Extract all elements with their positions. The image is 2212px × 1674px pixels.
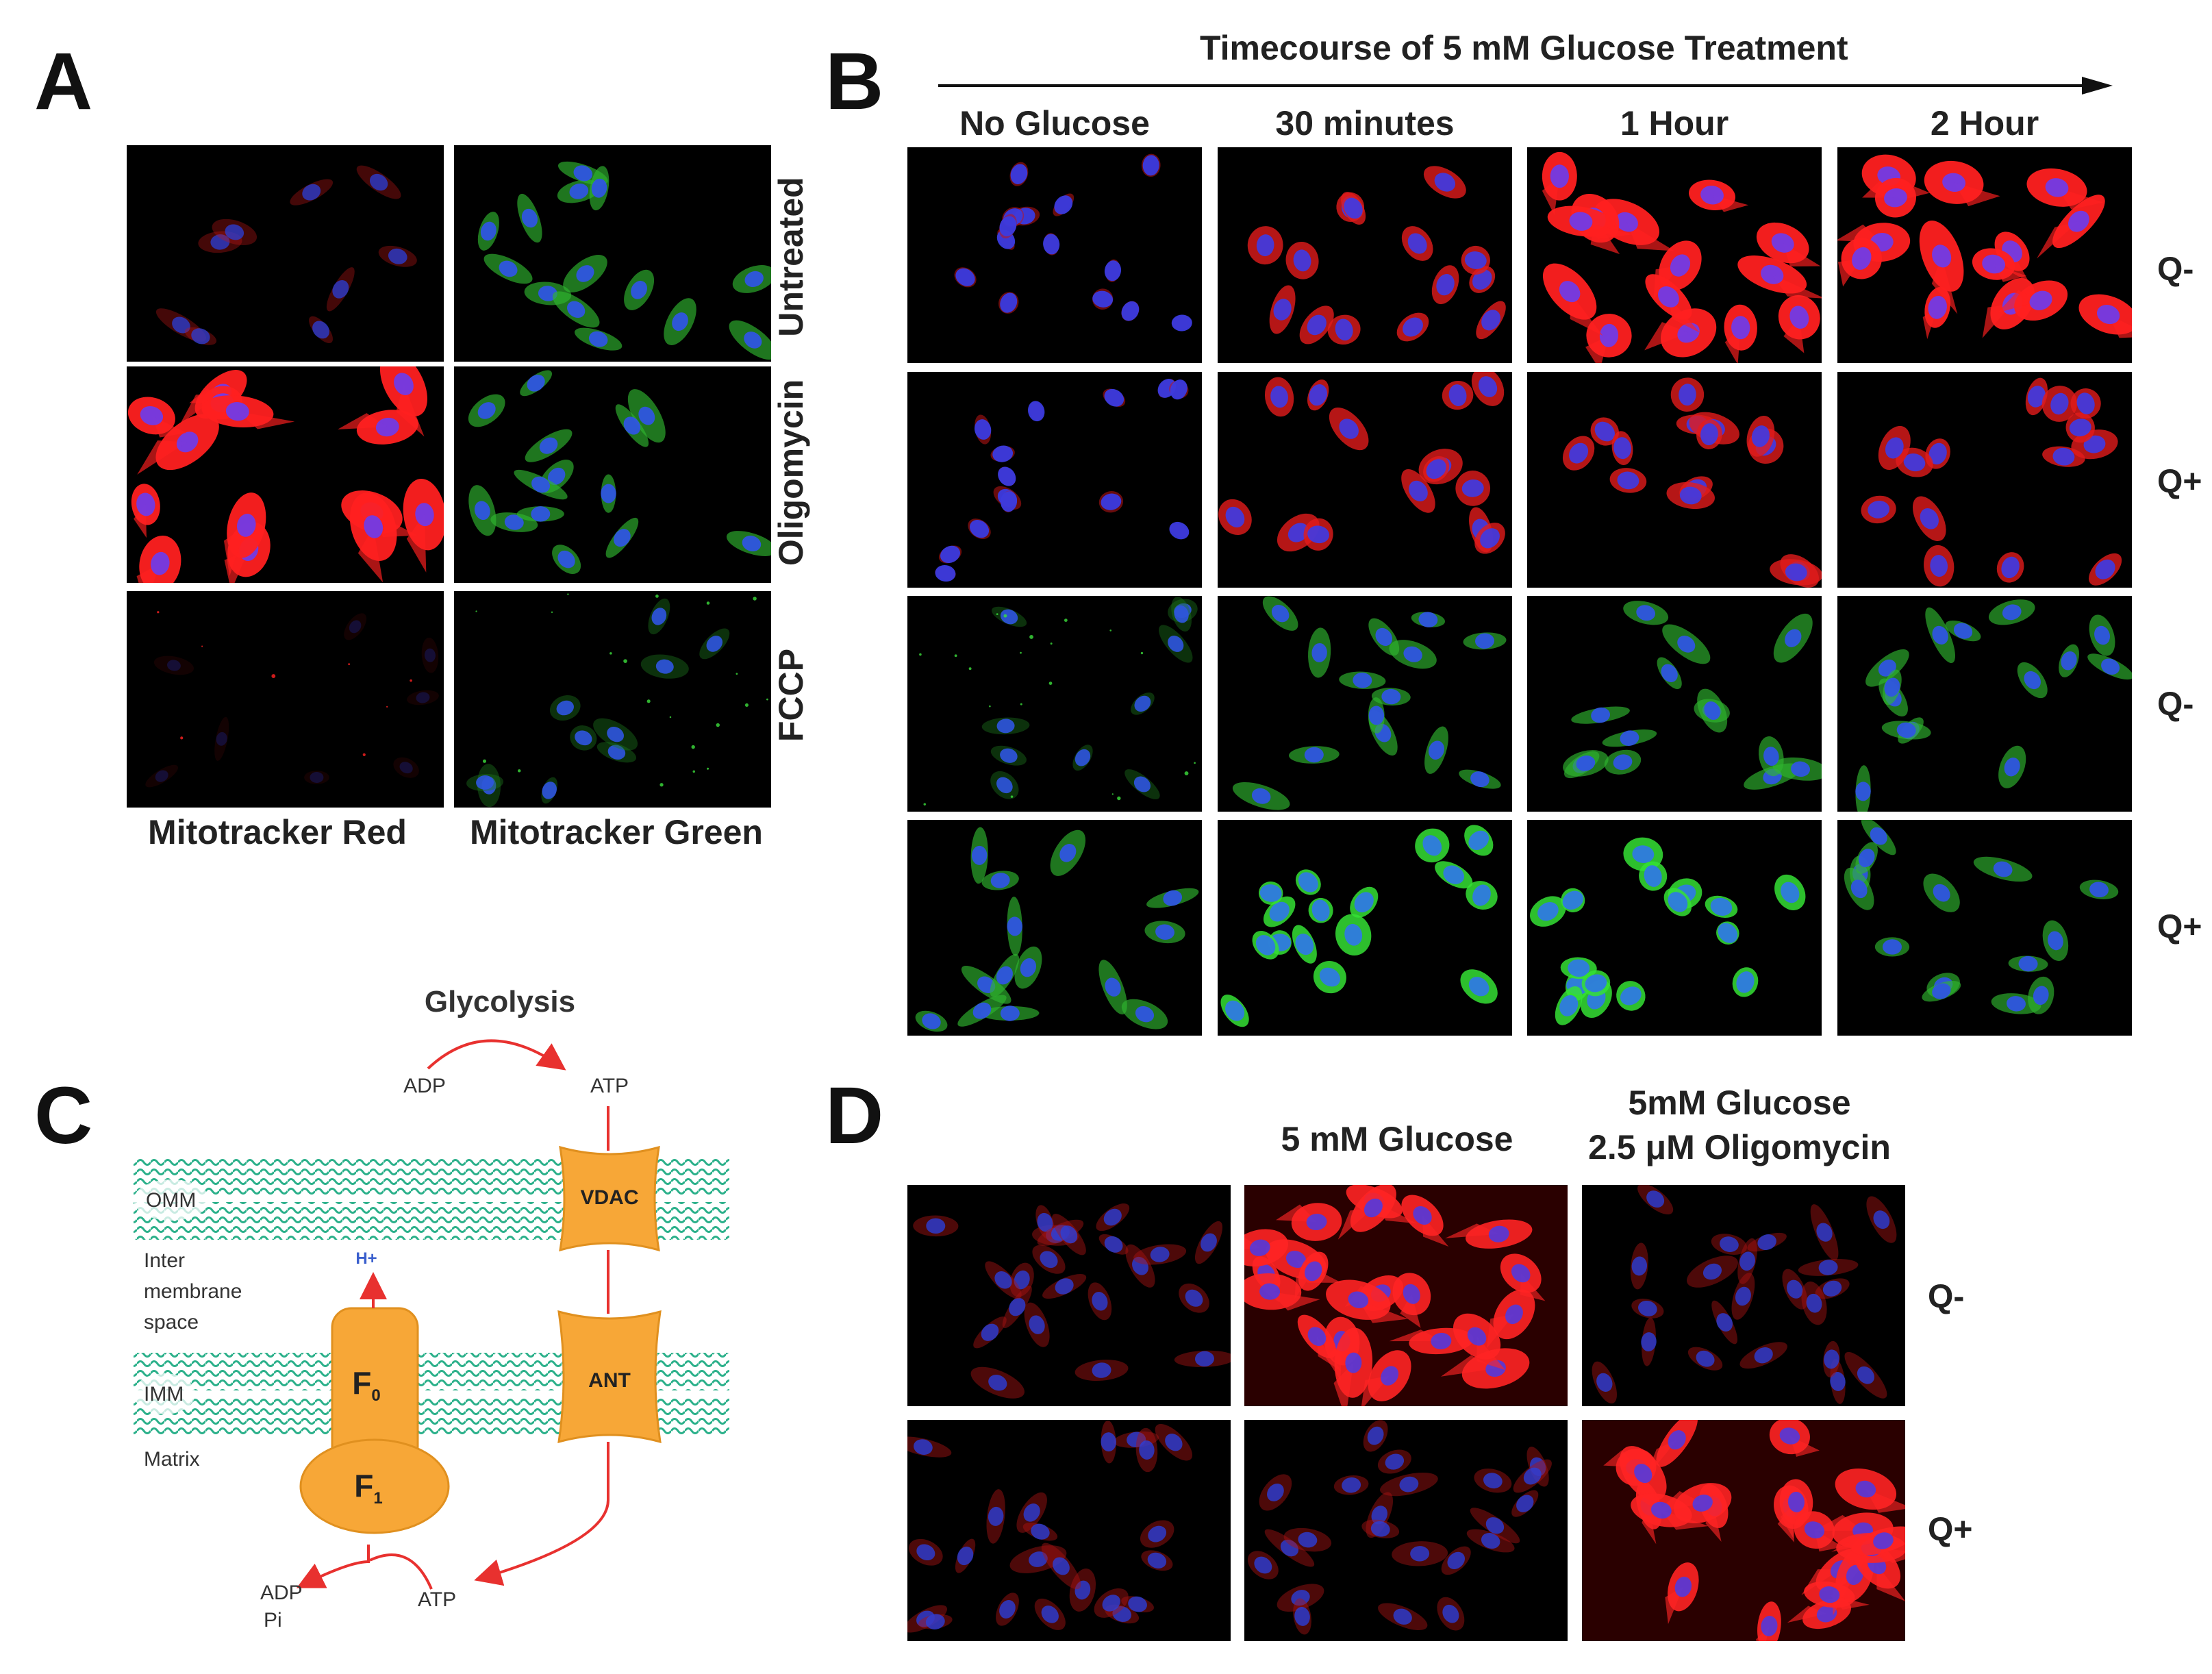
f1-label: F — [354, 1468, 373, 1503]
panel-b-title: Timecourse of 5 mM Glucose Treatment — [1200, 29, 1848, 67]
b-row4-col2-image — [1218, 820, 1512, 1036]
b-row1-col1-image — [907, 147, 1202, 363]
b-row1-col2-image — [1218, 147, 1512, 363]
panel-a-letter: A — [34, 36, 93, 127]
panel-b-row-label-4: Q+ — [2157, 909, 2202, 945]
panel-b-row-label-3: Q- — [2157, 686, 2194, 723]
ant-carrier — [557, 1310, 662, 1444]
panel-d-col-label-glucose: 5 mM Glucose — [1281, 1120, 1513, 1158]
a-fccp-red-image — [127, 591, 444, 808]
b-row3-col4-image — [1837, 596, 2132, 812]
panel-a-col-label-red: Mitotracker Red — [148, 813, 407, 851]
d-row2-col3-image — [1582, 1420, 1905, 1641]
b-row4-col1-image — [907, 820, 1202, 1036]
panel-d-col-label-oligomycin-line2: 2.5 μM Oligomycin — [1588, 1128, 1891, 1166]
timecourse-arrow — [938, 77, 2113, 95]
glycolysis-arrow — [427, 1039, 566, 1071]
hplus-label: H+ — [355, 1249, 377, 1268]
panel-d-row-label-1: Q- — [1928, 1279, 1965, 1315]
panel-a-row-label-untreated: Untreated — [772, 177, 810, 337]
intermembrane-label-1: Inter — [144, 1249, 185, 1272]
d-row2-col2-image — [1244, 1420, 1568, 1641]
b-row2-col1-image — [907, 372, 1202, 588]
atp-bottom-label: ATP — [418, 1588, 456, 1611]
b-row3-col2-image — [1218, 596, 1512, 812]
intermembrane-label-3: space — [144, 1311, 199, 1334]
svg-text:F0: F0 — [352, 1365, 380, 1405]
panel-d-letter: D — [825, 1071, 884, 1161]
omm-label: OMM — [146, 1189, 196, 1212]
b-row4-col4-image — [1837, 820, 2132, 1036]
atp-export-arrow — [474, 1442, 609, 1586]
pi-label: Pi — [264, 1609, 282, 1632]
d-row1-col3-image — [1582, 1185, 1905, 1406]
panel-d-row-label-2: Q+ — [1928, 1512, 1973, 1548]
f0-subscript: 0 — [371, 1386, 380, 1405]
b-row1-col3-image — [1527, 147, 1822, 363]
svg-text:F1: F1 — [354, 1468, 382, 1508]
vdac-label: VDAC — [580, 1186, 638, 1209]
panel-a-col-label-green: Mitotracker Green — [470, 813, 763, 851]
a-fccp-green-image — [454, 591, 771, 808]
matrix-label: Matrix — [144, 1448, 200, 1471]
b-row2-col2-image — [1218, 372, 1512, 588]
vdac-channel — [559, 1145, 660, 1252]
d-row1-col1-image — [907, 1185, 1231, 1406]
panel-c-letter: C — [34, 1071, 93, 1161]
b-row4-col3-image — [1527, 820, 1822, 1036]
d-row1-col2-image — [1244, 1185, 1568, 1406]
mitochondria-atp-diagram: Glycolysis ADP ATP OMM IMM Inter membran… — [134, 985, 729, 1632]
panel-b-row-label-1: Q- — [2157, 251, 2194, 288]
adp-top-label: ADP — [403, 1075, 446, 1097]
panel-b-col-label-2-hour: 2 Hour — [1930, 104, 2039, 142]
a-untreated-green-image — [454, 145, 771, 362]
f1-subunit — [299, 1438, 450, 1534]
panel-b-col-label-1-hour: 1 Hour — [1620, 104, 1729, 142]
panel-a-row-label-oligomycin: Oligomycin — [772, 379, 810, 566]
panel-d-col-label-oligomycin-line1: 5mM Glucose — [1628, 1084, 1851, 1122]
imm-label: IMM — [144, 1383, 184, 1406]
a-oligomycin-red-image — [127, 366, 444, 583]
b-row3-col1-image — [907, 596, 1202, 812]
panel-b-row-label-2: Q+ — [2157, 464, 2202, 500]
atp-top-label: ATP — [590, 1075, 629, 1097]
atp-synthesis-arrow — [369, 1553, 433, 1590]
b-row2-col3-image — [1527, 372, 1822, 588]
b-row1-col4-image — [1837, 147, 2132, 363]
d-row2-col1-image — [907, 1420, 1231, 1641]
ant-label: ANT — [588, 1369, 631, 1392]
b-row2-col4-image — [1837, 372, 2132, 588]
glycolysis-label: Glycolysis — [425, 985, 575, 1019]
panel-a-row-label-fccp: FCCP — [772, 648, 810, 742]
a-oligomycin-green-image — [454, 366, 771, 583]
panel-b-col-label-30-minutes: 30 minutes — [1275, 104, 1455, 142]
intermembrane-label-2: membrane — [144, 1280, 242, 1303]
f0-label: F — [352, 1365, 371, 1401]
adp-pi-arrow — [296, 1545, 370, 1588]
a-untreated-red-image — [127, 145, 444, 362]
b-row3-col3-image — [1527, 596, 1822, 812]
f1-subscript: 1 — [373, 1489, 382, 1508]
panel-b-letter: B — [825, 36, 884, 127]
adp-bottom-label: ADP — [260, 1582, 303, 1604]
panel-b-col-label-no-glucose: No Glucose — [959, 104, 1150, 142]
